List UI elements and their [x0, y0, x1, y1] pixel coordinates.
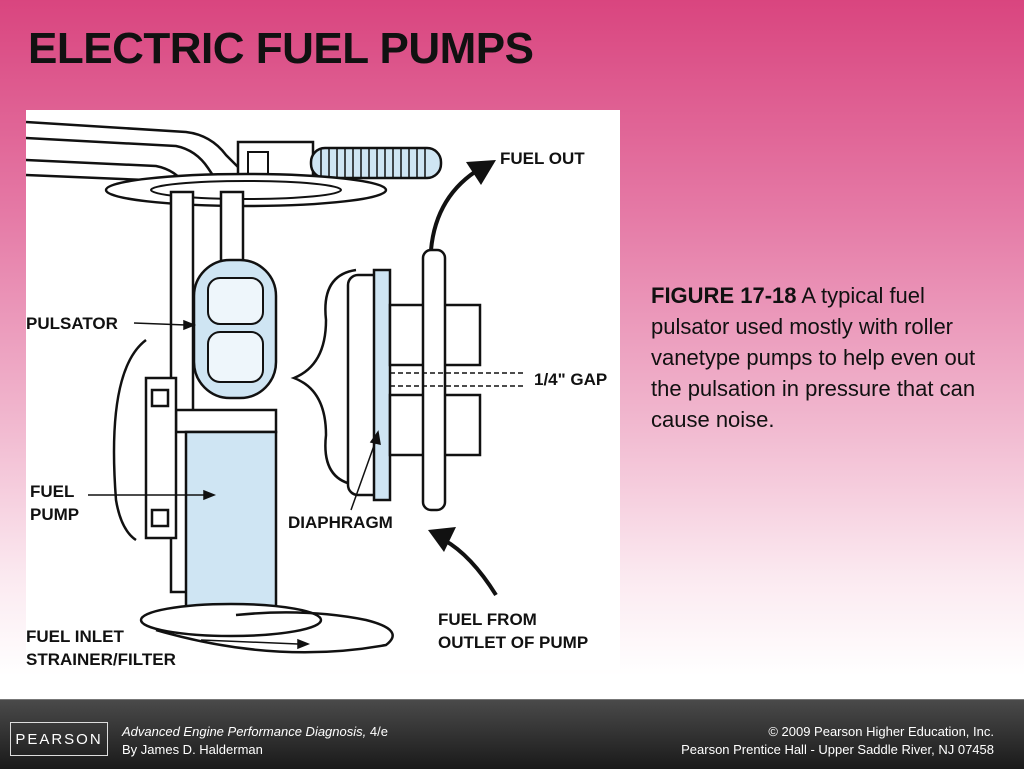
side-bracket: [112, 339, 178, 542]
publisher: Pearson Prentice Hall - Upper Saddle Riv…: [681, 742, 994, 757]
fuel-pump-illustration: FUEL OUT PULSATOR 1/4" GAP FUEL PUMP DIA…: [26, 110, 620, 670]
footer-publisher-info: © 2009 Pearson Higher Education, Inc. Pe…: [681, 723, 994, 759]
label-inlet-2: STRAINER/FILTER: [26, 650, 176, 669]
label-diaphragm: DIAPHRAGM: [288, 513, 393, 532]
label-fuel-pump-1: FUEL: [30, 482, 74, 501]
book-edition: 4/e: [366, 724, 388, 739]
pulsator-detail: [346, 248, 526, 512]
fuel-lines: [26, 120, 242, 187]
detail-brace: [290, 268, 357, 487]
caption-text: A typical fuel pulsator used mostly with…: [651, 283, 976, 432]
pump-body: [174, 408, 278, 632]
figure-caption: FIGURE 17-18 A typical fuel pulsator use…: [651, 280, 981, 435]
fuel-out-arrow: [429, 166, 483, 251]
label-inlet-1: FUEL INLET: [26, 627, 125, 646]
label-fuel-pump-2: PUMP: [30, 505, 79, 524]
label-from-1: FUEL FROM: [438, 610, 537, 629]
book-author: By James D. Halderman: [122, 742, 263, 757]
slide-title: ELECTRIC FUEL PUMPS: [28, 24, 534, 73]
pulsator-body: [192, 258, 278, 400]
label-gap: 1/4" GAP: [534, 370, 607, 389]
label-fuel-out: FUEL OUT: [500, 149, 585, 168]
figure-number: FIGURE 17-18: [651, 283, 797, 308]
label-pulsator: PULSATOR: [26, 314, 118, 333]
label-from-2: OUTLET OF PUMP: [438, 633, 588, 652]
footer-book-info: Advanced Engine Performance Diagnosis, 4…: [122, 723, 388, 759]
fuel-pump-diagram: FUEL OUT PULSATOR 1/4" GAP FUEL PUMP DIA…: [26, 120, 607, 669]
fuel-in-arrow: [443, 538, 498, 597]
pearson-logo: PEARSON: [10, 722, 108, 756]
book-title: Advanced Engine Performance Diagnosis,: [122, 724, 367, 739]
strainer: [139, 602, 394, 654]
top-flange: [104, 172, 388, 208]
footer-bar: PEARSON Advanced Engine Performance Diag…: [0, 699, 1024, 769]
copyright: © 2009 Pearson Higher Education, Inc.: [768, 724, 994, 739]
